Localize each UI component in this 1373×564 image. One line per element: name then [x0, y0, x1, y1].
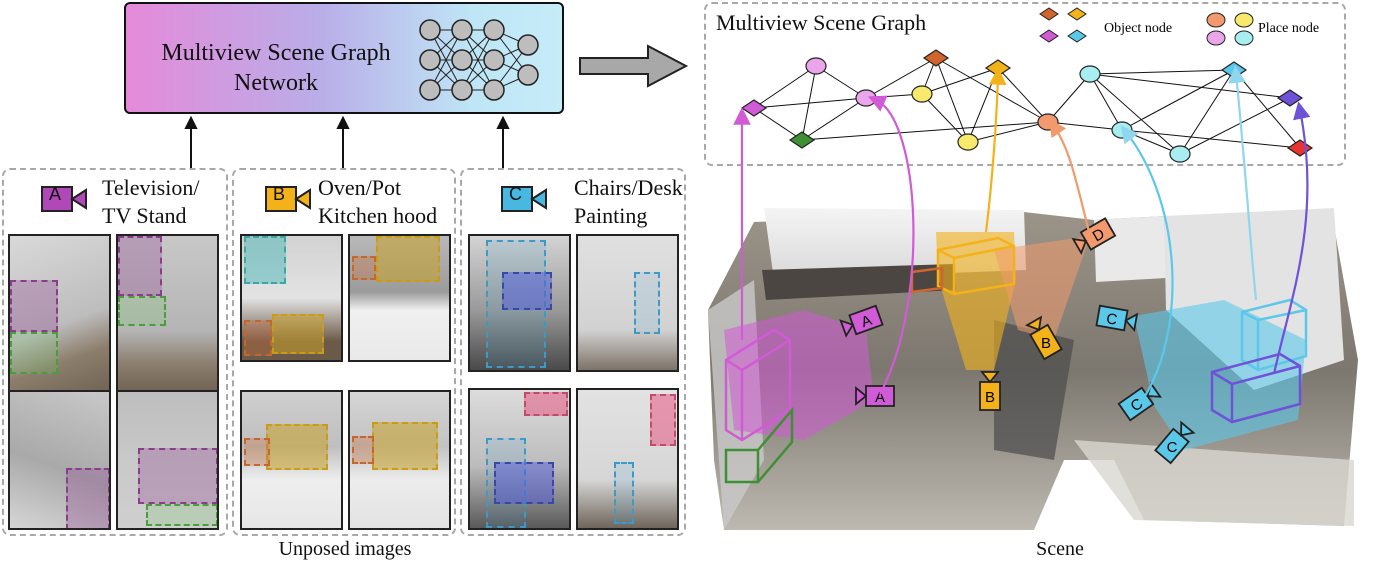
scene-camera-b1-letter: B — [985, 389, 995, 406]
group-b-label-line2: Kitchen hood — [318, 203, 438, 228]
arrow-camera-c-to-place — [1120, 125, 1174, 405]
network-box: Multiview Scene Graph Network — [124, 2, 564, 114]
frustum-c — [1134, 300, 1306, 450]
object-node-oven — [922, 49, 950, 67]
group-a-label-line2: TV Stand — [102, 203, 187, 228]
scene-camera-a2-letter: A — [875, 389, 885, 406]
photo-b4 — [348, 390, 451, 530]
box-tv — [724, 328, 792, 442]
place-node-3 — [911, 85, 933, 103]
scene-reconstruction: A A B B D C C — [708, 208, 1358, 530]
frustum-a — [724, 310, 874, 440]
caption-scene: Scene — [1036, 538, 1084, 560]
scene-camera-b1: B — [979, 371, 1001, 411]
group-a-label: Television/ TV Stand — [102, 174, 199, 230]
scene-cameras: A A B B D C C — [839, 217, 1196, 465]
kitchen-counter — [762, 264, 956, 300]
photo-b1 — [240, 234, 343, 362]
photo-b2 — [348, 234, 451, 362]
arrow-hood-to-node — [984, 67, 1007, 233]
box-hood — [936, 236, 1016, 296]
box-stand — [724, 406, 794, 484]
camera-c-letter: C — [509, 184, 522, 204]
group-b-label: Oven/Pot Kitchen hood — [318, 174, 437, 230]
input-arrows — [184, 115, 510, 168]
arrow-desk-to-node — [1272, 101, 1311, 375]
legend-place-yellow — [1234, 12, 1254, 28]
photo-a1 — [8, 234, 111, 396]
camera-a-icon — [41, 186, 87, 212]
box-chairs — [1240, 298, 1308, 372]
place-node-6 — [1079, 65, 1101, 83]
frustum-b — [936, 232, 1016, 370]
scene-camera-c1-letter: C — [1105, 310, 1119, 329]
group-c-label-line2: Painting — [574, 203, 648, 228]
legend-object-cyan — [1067, 29, 1087, 43]
scene-camera-b2-letter: B — [1041, 335, 1051, 352]
group-a-label-line1: Television/ — [102, 175, 200, 200]
camera-a-letter: A — [49, 184, 62, 204]
photo-a2 — [116, 234, 219, 396]
legend — [1039, 7, 1254, 46]
scene-graph-box: Multiview Scene Graph — [704, 2, 1346, 166]
arrow-camera-d-to-place — [1049, 118, 1092, 237]
sofa — [994, 320, 1074, 460]
legend-object-yellow — [1067, 7, 1087, 21]
scene-camera-d: D — [1071, 217, 1117, 255]
legend-object-label: Object node — [1104, 21, 1172, 36]
photo-c2 — [576, 234, 679, 372]
network-title-line2: Network — [234, 70, 318, 96]
floor-front — [1074, 440, 1354, 526]
arrow-camera-a-to-place — [868, 95, 915, 395]
photo-c1 — [468, 234, 571, 372]
object-node-stand — [788, 131, 816, 149]
box-oven — [910, 266, 944, 294]
scene-camera-a1: A — [839, 304, 884, 338]
group-b-label-line1: Oven/Pot — [318, 175, 402, 200]
legend-place-pink — [1206, 30, 1226, 46]
neural-network-icon — [419, 19, 539, 101]
image-group-a: A Television/ TV Stand — [2, 168, 228, 536]
scene-camera-c3-letter: C — [1167, 439, 1178, 456]
group-c-label: Chairs/Desk Painting — [574, 174, 683, 230]
network-title-line1: Multiview Scene Graph — [161, 40, 391, 66]
image-group-b: B Oven/Pot Kitchen hood — [232, 168, 456, 536]
legend-object-orange — [1039, 7, 1059, 21]
group-c-label-line1: Chairs/Desk — [574, 175, 683, 200]
caption-unposed-images: Unposed images — [278, 538, 412, 560]
legend-place-cyan — [1234, 30, 1254, 46]
network-title: Multiview Scene Graph Network — [146, 38, 406, 98]
place-node-4 — [957, 133, 979, 151]
legend-place-salmon — [1206, 12, 1226, 28]
legend-object-magenta — [1039, 29, 1059, 43]
photo-c4 — [576, 388, 679, 530]
place-node-8 — [1169, 145, 1191, 163]
legend-place-label: Place node — [1258, 21, 1319, 36]
frustum-d — [994, 236, 1090, 340]
scene-camera-c1: C — [1095, 304, 1139, 333]
scene-camera-c3: C — [1154, 420, 1196, 465]
photo-b3 — [240, 390, 343, 530]
camera-b-letter: B — [273, 184, 286, 204]
graph-edges — [753, 57, 1301, 155]
arrow-chairs-to-node — [1228, 65, 1258, 301]
photo-c3 — [468, 388, 571, 530]
image-group-c: C Chairs/Desk Painting — [460, 168, 686, 536]
scene-camera-b2: B — [1025, 315, 1063, 361]
photo-a3 — [8, 390, 111, 530]
scene-graph-title: Multiview Scene Graph — [716, 10, 927, 35]
place-node-1 — [805, 57, 827, 75]
object-boxes — [724, 236, 1308, 484]
camera-b-icon — [265, 186, 311, 212]
big-arrow-icon — [579, 44, 689, 88]
scene-camera-a2: A — [855, 385, 895, 407]
camera-c-icon — [501, 186, 547, 212]
photo-a4 — [116, 390, 219, 530]
box-desk — [1210, 352, 1302, 424]
